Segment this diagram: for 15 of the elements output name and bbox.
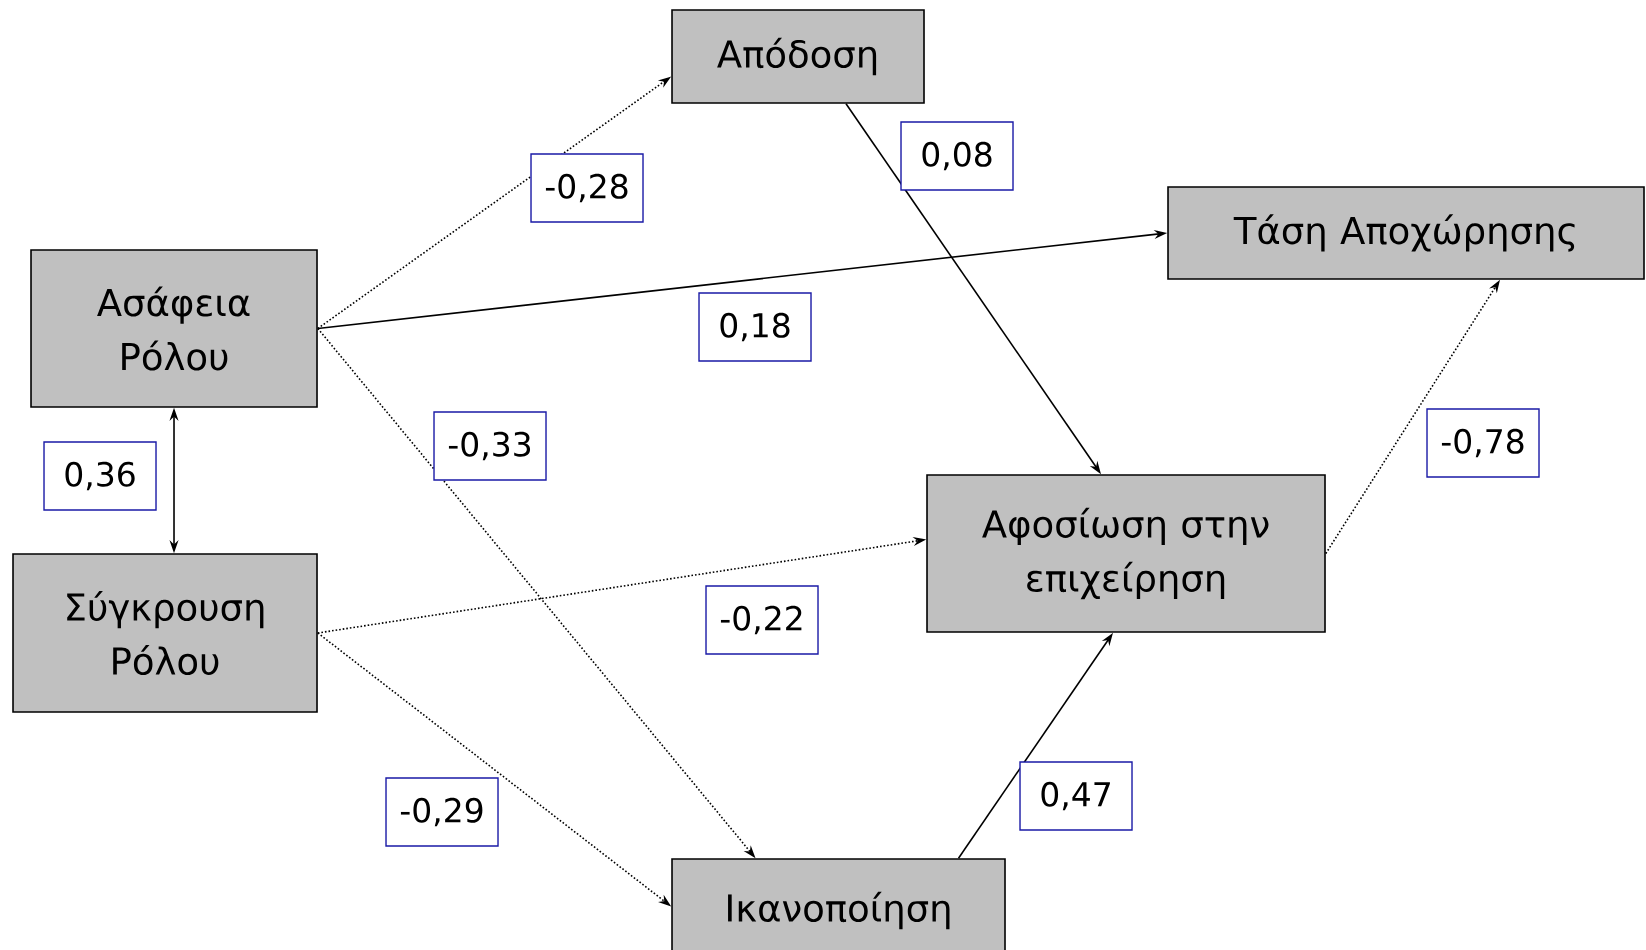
edge-label: -0,33 [433,411,547,481]
edge-label: 0,36 [43,441,157,511]
variable-box: Σύγκρουση Ρόλου [12,553,318,713]
edge-label: 0,47 [1019,761,1133,831]
variable-box: Αφοσίωση στην επιχείρηση [926,474,1326,633]
edge-label: -0,78 [1426,408,1540,478]
edge-label: -0,29 [385,777,499,847]
variable-box: Ικανοποίηση [671,858,1006,950]
edge-label: 0,08 [900,121,1014,191]
variable-box: Ασάφεια Ρόλου [30,249,318,408]
edge-label: -0,28 [530,153,644,223]
variable-box: Απόδοση [671,9,925,104]
variable-box: Τάση Αποχώρησης [1167,186,1645,280]
edge-label: -0,22 [705,585,819,655]
edge-label: 0,18 [698,292,812,362]
